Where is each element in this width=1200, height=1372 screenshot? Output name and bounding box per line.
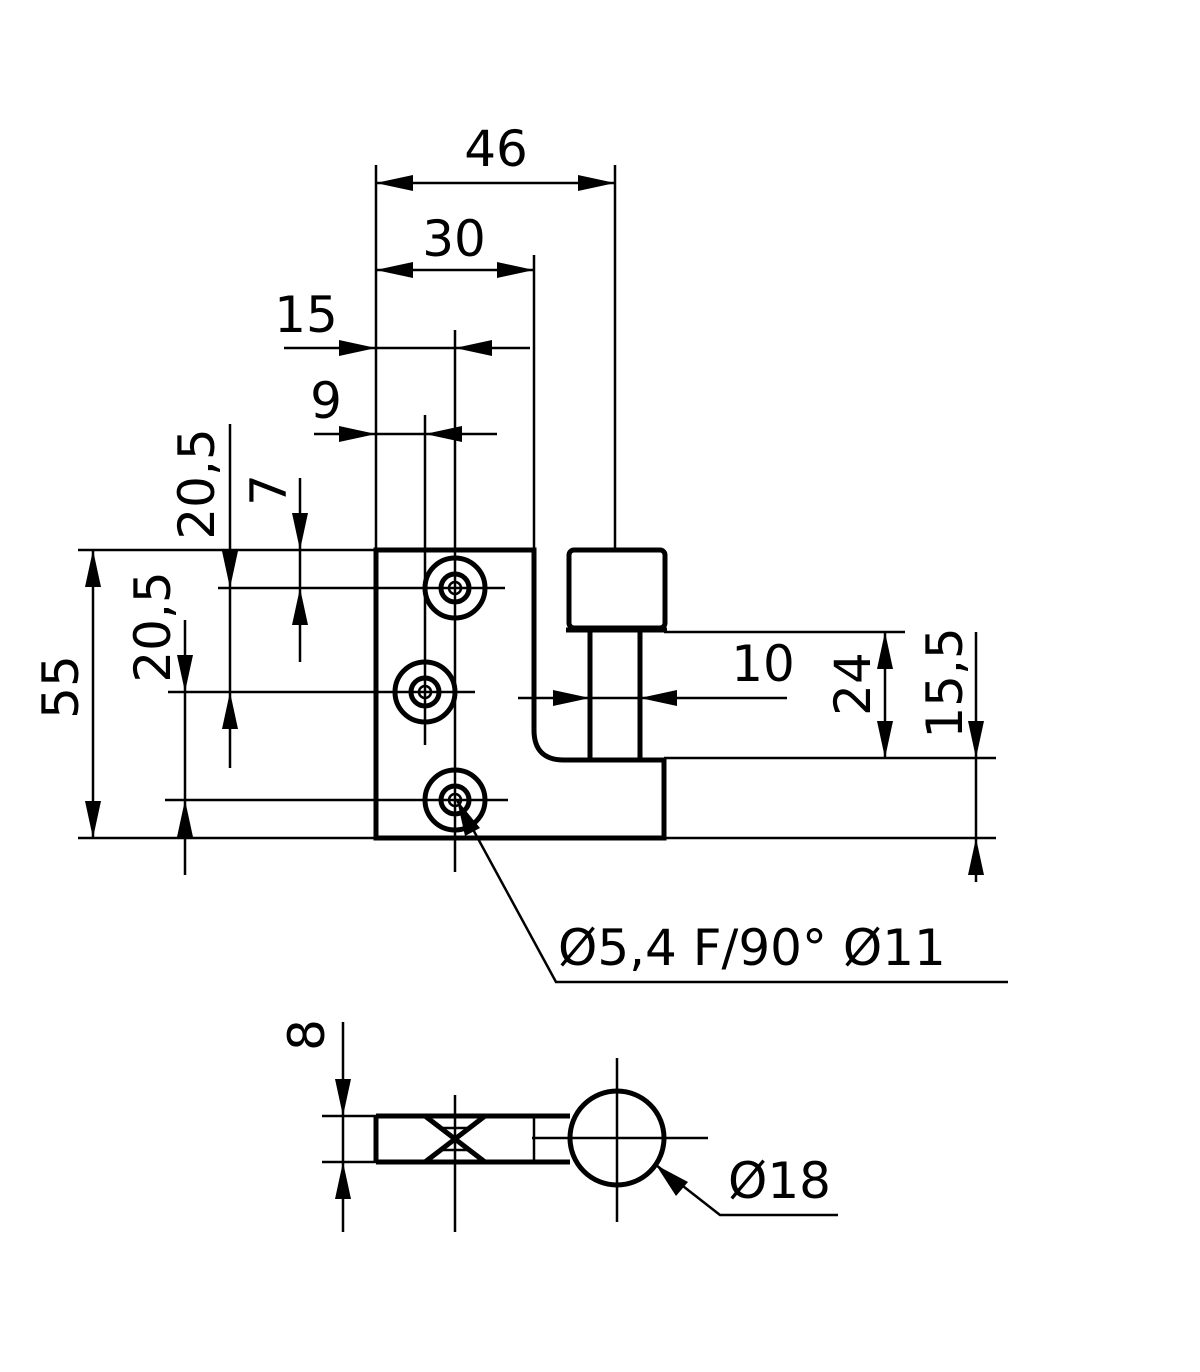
dim-15-5: 15,5: [916, 627, 974, 738]
hole-callout: Ø5,4 F/90° Ø11: [558, 919, 946, 977]
dim-8: 8: [278, 1019, 336, 1051]
front-view: [165, 330, 668, 872]
dim-46: 46: [464, 120, 528, 178]
dim-9: 9: [310, 372, 342, 430]
dim-7: 7: [240, 474, 298, 506]
dim-20-5-upper: 20,5: [168, 428, 226, 539]
dimension-labels: 46 30 15 9 20,5 7 20,5 55 10 24 15,5 Ø5,…: [32, 120, 974, 1210]
extension-lines: [78, 165, 996, 840]
plate-outline: [373, 547, 667, 841]
pin-head: [566, 547, 668, 631]
dim-30: 30: [422, 210, 486, 268]
dim-10: 10: [731, 635, 795, 693]
dimension-lines: [85, 175, 1008, 984]
side-view: [322, 1022, 838, 1232]
dim-24: 24: [824, 652, 882, 716]
dim-55: 55: [32, 655, 90, 719]
dim-15: 15: [274, 286, 338, 344]
dim-20-5-lower: 20,5: [124, 571, 182, 682]
dim-dia-18: Ø18: [728, 1152, 831, 1210]
